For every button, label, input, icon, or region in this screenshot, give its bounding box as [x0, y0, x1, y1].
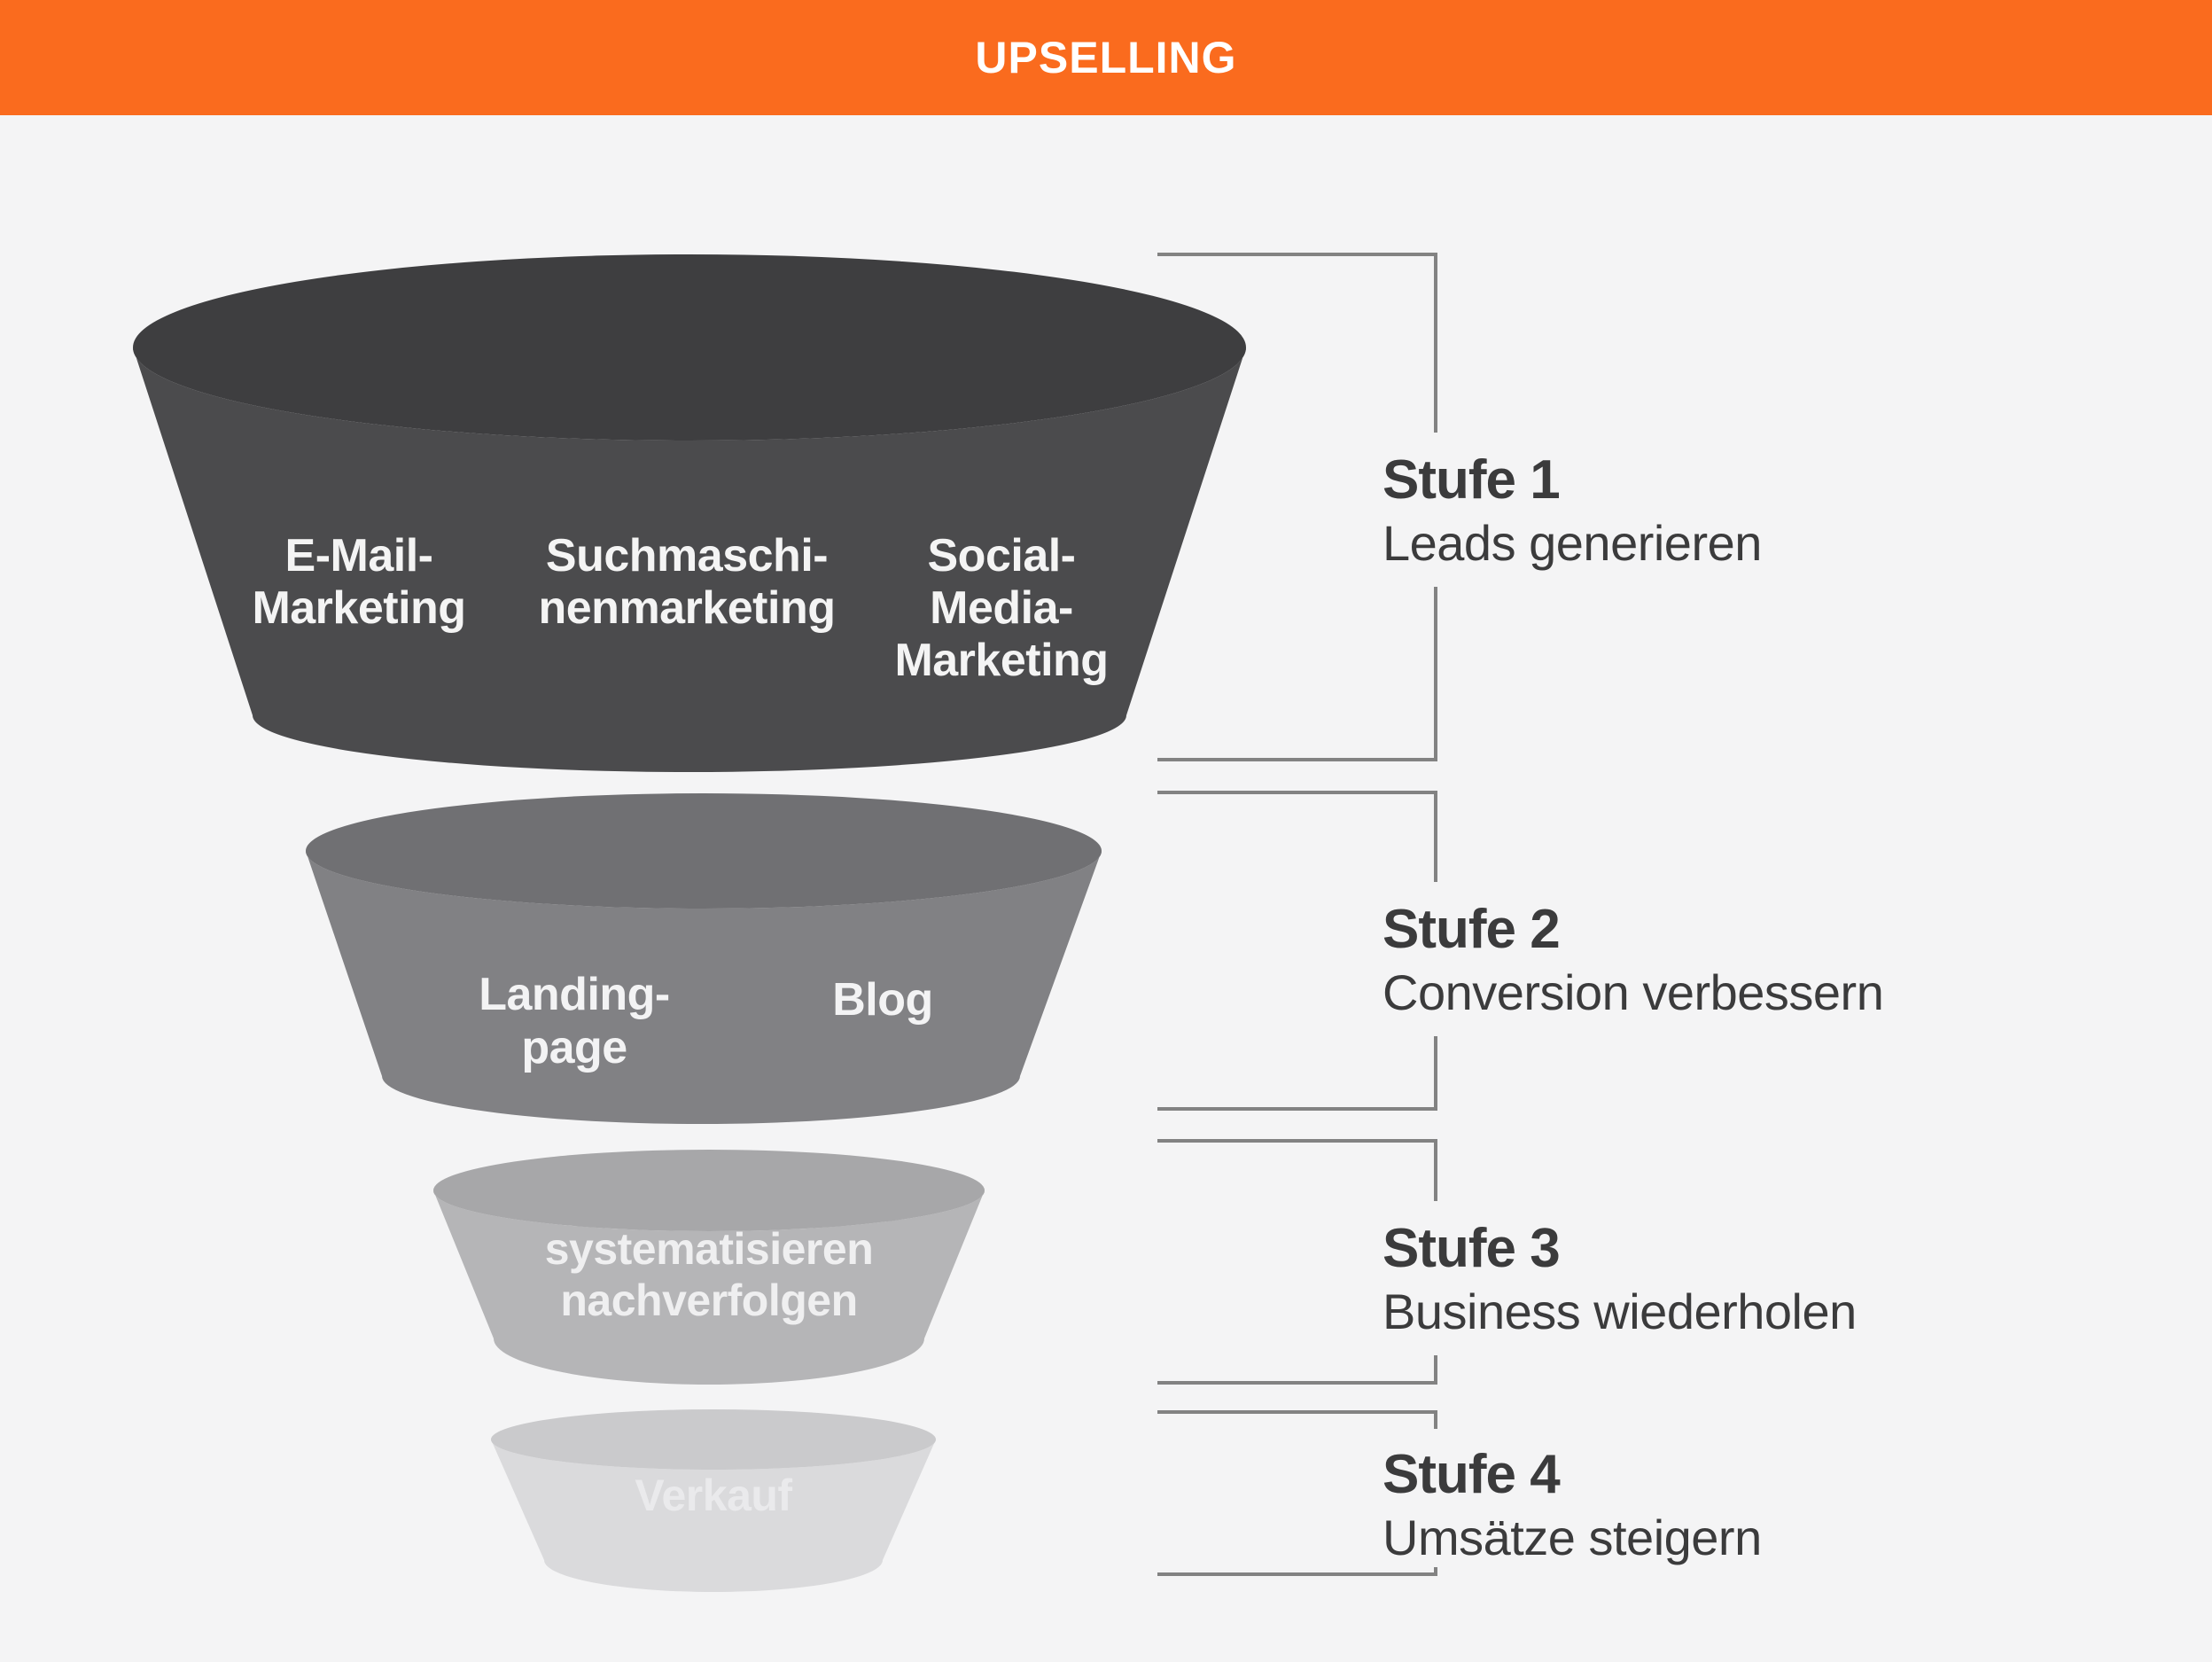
stage2-description: Conversion verbessern [1382, 964, 1884, 1020]
funnel-tier2-body [306, 851, 1102, 1124]
tier2-label-landingpage: Landing- page [397, 968, 752, 1074]
stage2-name: Stufe 2 [1382, 899, 1561, 960]
stage3-name: Stufe 3 [1382, 1218, 1561, 1279]
tier4-label-verkauf: Verkauf [580, 1470, 846, 1521]
funnel-label-line: Suchmaschi- [545, 530, 829, 581]
funnel-label-line: page [521, 1022, 627, 1073]
tier1-label-email-marketing: E-Mail- Marketing [182, 530, 536, 635]
funnel-label-line: nachverfolgen [560, 1276, 858, 1325]
funnel-label-line: nenmarketing [538, 582, 836, 634]
funnel-label-line: systematisieren [544, 1224, 874, 1274]
tier3-label-systematisieren: systematisieren nachverfolgen [496, 1223, 922, 1326]
funnel-tier3-top-ellipse [433, 1150, 985, 1231]
stage2-text: Stufe 2 Conversion verbessern [1375, 882, 1920, 1036]
funnel-tier2-top-ellipse [306, 793, 1102, 909]
funnel-tier4-top-ellipse [491, 1409, 936, 1470]
tier1-label-social-media-marketing: Social- Media- Marketing [842, 530, 1161, 687]
funnel-label-line: Marketing [894, 635, 1109, 686]
stage4-name: Stufe 4 [1382, 1444, 1561, 1505]
tier2-label-blog: Blog [750, 973, 1016, 1026]
stage3-text: Stufe 3 Business wiederholen [1375, 1201, 1892, 1355]
funnel-tier1-body [133, 347, 1246, 772]
stage4-description: Umsätze steigern [1382, 1510, 1762, 1565]
funnel-label-line: Blog [832, 974, 933, 1026]
stage4-text: Stufe 4 Umsätze steigern [1375, 1429, 1797, 1567]
stage1-name: Stufe 1 [1382, 449, 1561, 511]
funnel-label-line: Marketing [252, 582, 466, 634]
funnel-label-line: Verkauf [635, 1471, 792, 1520]
funnel-tier4-body [491, 1440, 936, 1592]
page-title: UPSELLING [975, 33, 1237, 82]
stage1-text: Stufe 1 Leads generieren [1375, 433, 1797, 587]
funnel-tier1-top-ellipse [133, 254, 1246, 441]
funnel-label-line: Media- [930, 582, 1073, 634]
tier1-label-suchmaschinenmarketing: Suchmaschi- nenmarketing [474, 530, 900, 635]
funnel-label-line: Social- [927, 530, 1077, 581]
header-bar: UPSELLING [0, 0, 2212, 115]
funnel-tier3-body [433, 1190, 985, 1385]
stage3-description: Business wiederholen [1382, 1284, 1857, 1339]
stage1-description: Leads generieren [1382, 515, 1762, 571]
funnel-label-line: E-Mail- [284, 530, 433, 581]
funnel-label-line: Landing- [479, 969, 670, 1020]
